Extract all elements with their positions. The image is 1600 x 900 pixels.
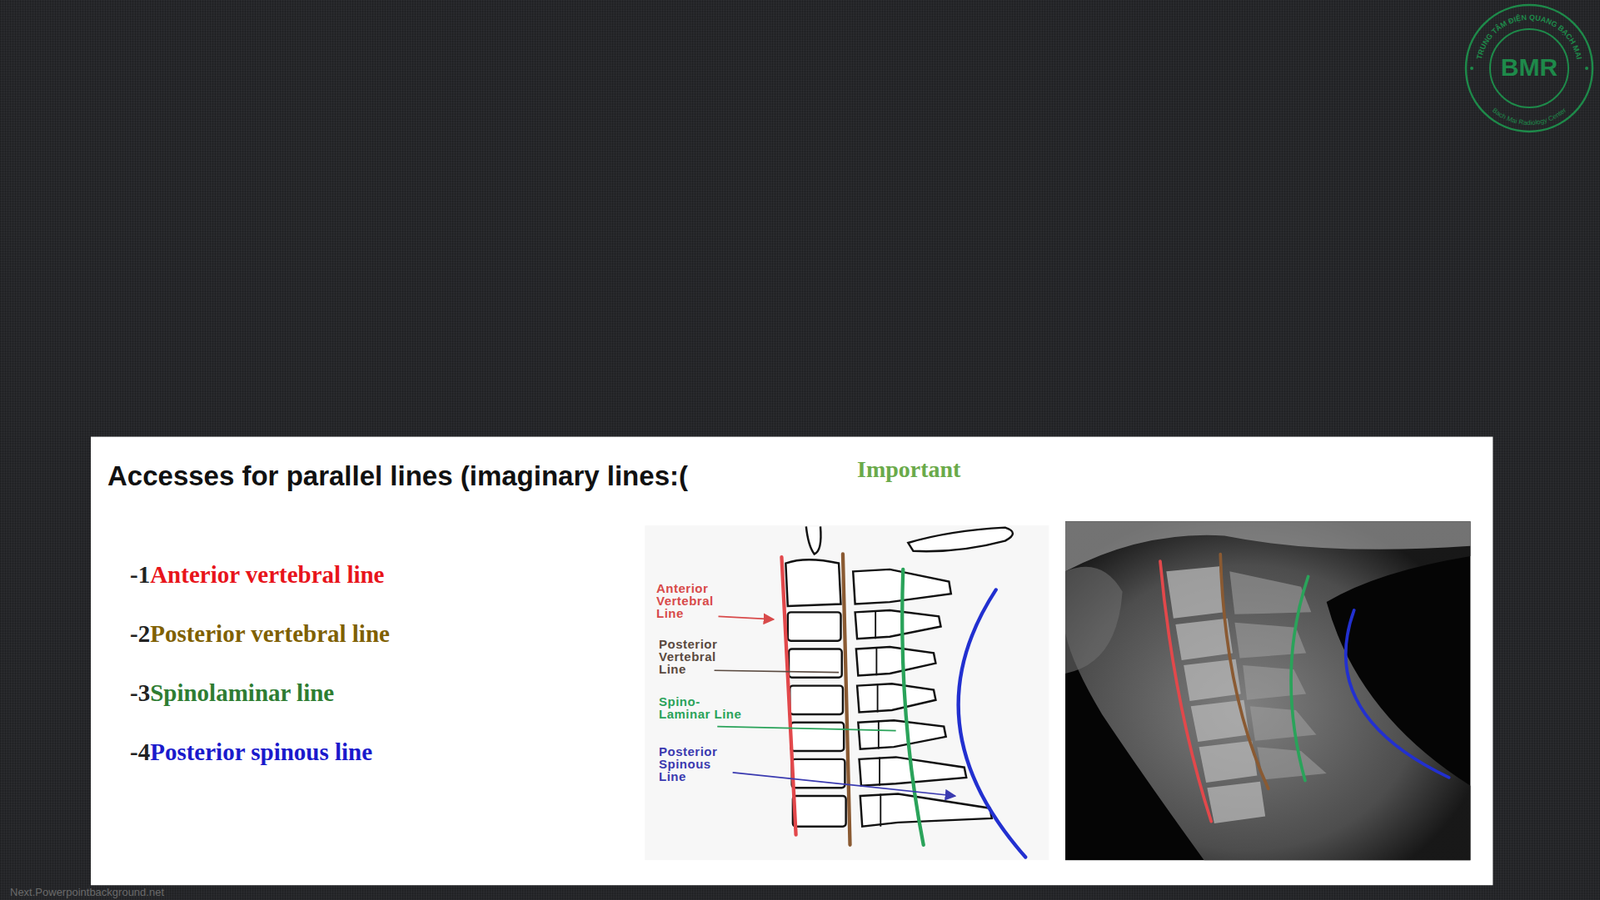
list-item: -1Anterior vertebral line — [129, 561, 385, 589]
leader-lines — [714, 616, 956, 797]
sketch-label: Anterior Vertebral Line — [656, 582, 740, 620]
list-item: -4Posterior spinous line — [129, 738, 373, 767]
sketch-label: Spino- Laminar Line — [658, 695, 743, 721]
logo-ring-text: Bach Mai Radiology Center — [1490, 106, 1568, 127]
list-number: -4 — [129, 738, 150, 766]
list-item: -3Spinolaminar line — [129, 679, 334, 708]
xray-lines — [1160, 554, 1450, 823]
svg-text:Bach Mai Radiology Center: Bach Mai Radiology Center — [1490, 106, 1568, 127]
list-number: -1 — [129, 561, 150, 589]
logo-ring-text: TRUNG TÂM ĐIỆN QUANG BẠCH MAI — [1475, 13, 1584, 60]
content-panel — [90, 437, 1493, 887]
list-text: Spinolaminar line — [149, 679, 334, 707]
list-text: Posterior spinous line — [149, 738, 373, 766]
sketch-lines — [781, 554, 1026, 858]
watermark: Next.Powerpointbackground.net — [9, 886, 165, 899]
list-text: Anterior vertebral line — [149, 561, 384, 589]
slide-title: Accesses for parallel lines (imaginary l… — [107, 460, 688, 493]
list-text: Posterior vertebral line — [149, 620, 390, 648]
list-item: -2Posterior vertebral line — [129, 620, 390, 648]
sketch-label: Posterior Vertebral Line — [658, 638, 743, 676]
list-number: -3 — [129, 679, 150, 707]
note-label: Important — [857, 456, 961, 484]
svg-text:TRUNG TÂM ĐIỆN QUANG BẠCH MAI: TRUNG TÂM ĐIỆN QUANG BẠCH MAI — [1475, 13, 1584, 60]
list-number: -2 — [129, 620, 150, 648]
xray-image — [1065, 521, 1471, 861]
spine-sketch — [644, 525, 1049, 861]
logo-mark: BMR — [1487, 53, 1571, 82]
sketch-label: Posterior Spinous Line — [658, 745, 743, 783]
